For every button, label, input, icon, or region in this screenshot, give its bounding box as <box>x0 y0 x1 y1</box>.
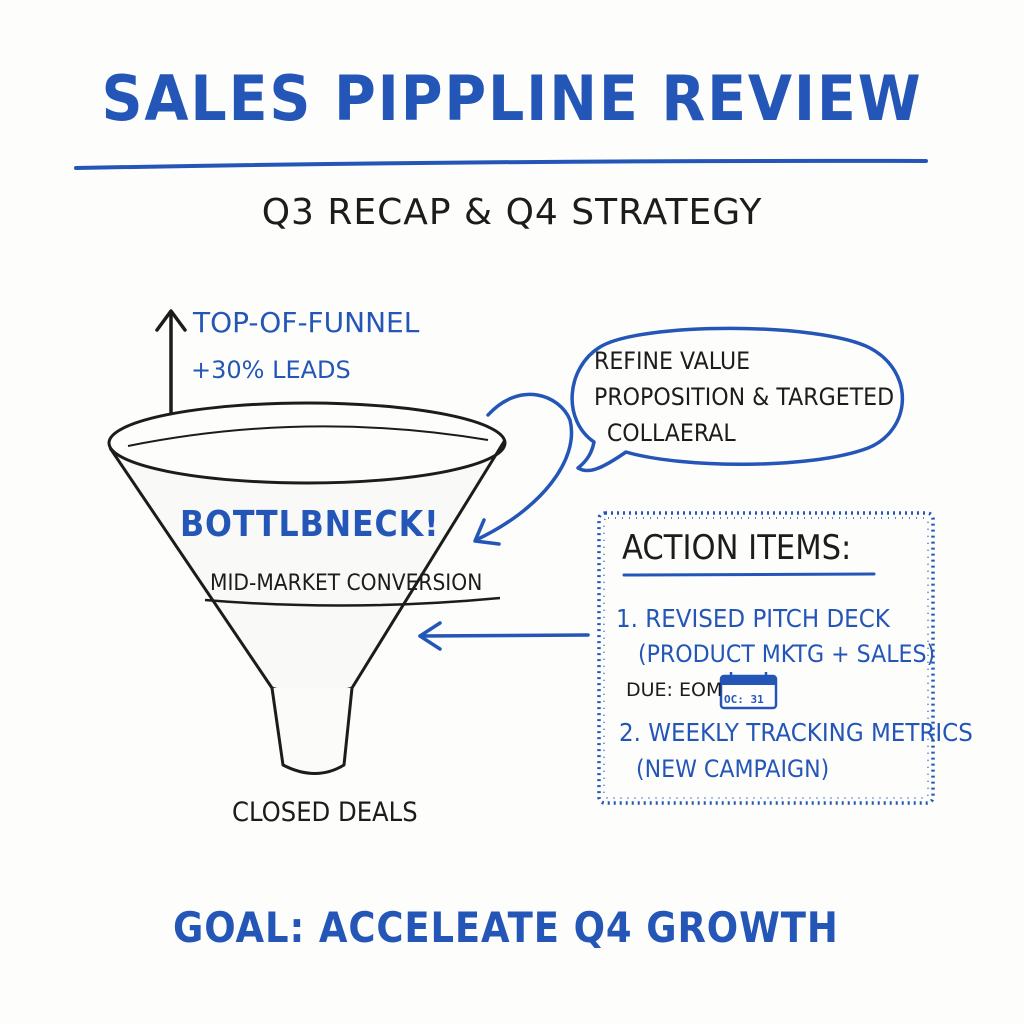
action-item-1: 1. REVISED PITCH DECK <box>616 604 890 633</box>
action-items-header: ACTION ITEMS: <box>622 528 852 568</box>
action-item-2-detail: (NEW CAMPAIGN) <box>636 755 830 783</box>
goal-statement: GOAL: ACCELEATE Q4 GROWTH <box>173 903 839 952</box>
closed-deals-label: CLOSED DEALS <box>232 797 418 828</box>
action-item-1-detail: (PRODUCT MKTG + SALES) <box>638 640 936 668</box>
page-title: SALES PIPPLINE REVIEW <box>101 62 923 135</box>
page-subtitle: Q3 RECAP & Q4 STRATEGY <box>261 192 763 233</box>
top-of-funnel-metric: +30% LEADS <box>191 356 351 384</box>
action-item-2: 2. WEEKLY TRACKING METRICS <box>619 718 973 747</box>
callout-bubble <box>570 326 905 473</box>
funnel-shape <box>107 401 507 775</box>
title-underline <box>74 158 928 170</box>
bottleneck-label: BOTTLBNECK! <box>180 504 440 545</box>
due-label: DUE: EOM <box>626 679 723 701</box>
callout-arrow <box>473 392 574 546</box>
callout-text: REFINE VALUE PROPOSITION & TARGETED COLL… <box>594 343 894 451</box>
callout-line: PROPOSITION & TARGETED <box>594 383 895 411</box>
action-header-underline <box>622 572 876 577</box>
top-of-funnel-label: TOP-OF-FUNNEL <box>193 306 420 339</box>
up-arrow-icon <box>155 309 187 415</box>
calendar-icon: OC: 31 <box>719 672 778 710</box>
callout-line: COLLAERAL <box>606 419 736 447</box>
mid-market-label: MID-MARKET CONVERSION <box>210 571 483 596</box>
action-arrow <box>418 621 590 651</box>
calendar-date: OC: 31 <box>724 693 764 706</box>
callout-line: REFINE VALUE <box>594 347 751 375</box>
